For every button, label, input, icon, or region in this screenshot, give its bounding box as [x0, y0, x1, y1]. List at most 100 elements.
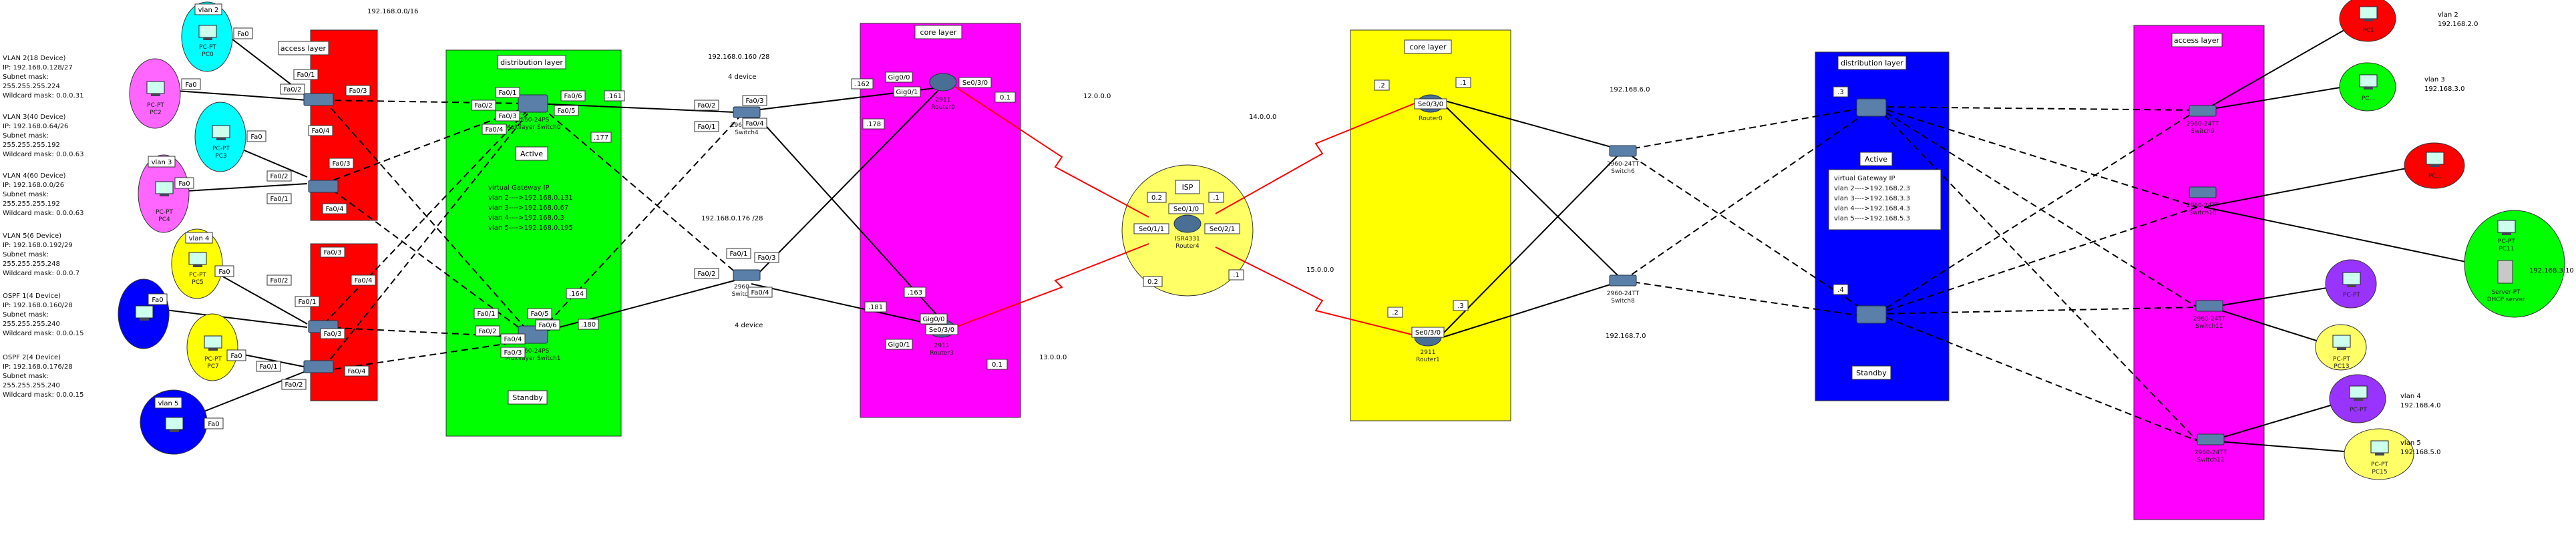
svg-text:PC...: PC...	[2428, 173, 2442, 180]
svg-text:vlan 5: vlan 5	[158, 400, 179, 407]
multilayer-switch-0[interactable]: 3560-24PS Multilayer Switch0 Fa0/1 Fa0/2…	[471, 87, 625, 143]
switch-12[interactable]: 2960-24TT Switch12	[2195, 433, 2227, 464]
svg-text:Fa0/4: Fa0/4	[745, 120, 763, 128]
svg-text:Fa0/3: Fa0/3	[504, 349, 522, 357]
access-switch-3[interactable]: Fa0/3 Fa0/1 Fa0/2 Fa0/4	[256, 328, 369, 390]
svg-text:0.1: 0.1	[992, 361, 1002, 369]
virtual-gateway-right: virtual Gateway IP vlan 2---->192.168.2.…	[1828, 169, 1942, 230]
pc-left-0[interactable]: PC-PT PC0 vlan 2 Fa0	[181, 1, 253, 72]
router-right-0[interactable]: Router0 Se0/3/0 .2 .1	[1374, 77, 1471, 122]
vlan-note-2: VLAN 4(60 Device) IP: 192.168.0.0/26 Sub…	[3, 172, 83, 217]
svg-text:14.0.0.0: 14.0.0.0	[1249, 114, 1276, 121]
svg-text:VLAN 2(18 Device): VLAN 2(18 Device)	[3, 55, 66, 62]
switch-11[interactable]: 2960-24TT Switch11	[2193, 300, 2226, 330]
svg-text:vlan 2: vlan 2	[198, 7, 219, 14]
pc-left-7[interactable]: vlan 5 Fa0	[140, 389, 224, 455]
svg-text:192.168.4.0: 192.168.4.0	[2400, 402, 2440, 409]
svg-text:2960-24TT: 2960-24TT	[1607, 291, 1640, 297]
svg-text:Switch4: Switch4	[735, 130, 759, 136]
svg-text:vlan 3---->192.168.3.3: vlan 3---->192.168.3.3	[1834, 195, 1910, 202]
pc-left-6[interactable]: PC-PT PC7 Fa0	[186, 313, 246, 381]
switch-6[interactable]: 2960-24TT Switch6	[1607, 145, 1640, 175]
svg-text:PC-PT: PC-PT	[212, 146, 230, 152]
pc-right-2[interactable]: PC...	[2404, 142, 2465, 189]
svg-text:vlan 5---->192.168.5.3: vlan 5---->192.168.5.3	[1834, 215, 1910, 222]
svg-text:vlan 2---->192.168.2.3: vlan 2---->192.168.2.3	[1834, 185, 1910, 192]
switch-4[interactable]: 2960-24TT Switch4 Fa0/2 Fa0/3 Fa0/4 Fa0/…	[694, 95, 767, 136]
svg-text:Fa0: Fa0	[152, 297, 163, 304]
links-solid	[143, 16, 2492, 455]
svg-text:core layer: core layer	[1410, 43, 1447, 51]
svg-text:3560-24PS: 3560-24PS	[517, 348, 550, 355]
svg-text:.178: .178	[866, 121, 881, 128]
svg-text:PC-PT: PC-PT	[2343, 292, 2360, 299]
pc-right-1[interactable]: PC... vlan 3 192.168.3.0	[2339, 62, 2464, 112]
svg-text:core layer: core layer	[920, 28, 957, 37]
svg-text:Router0: Router0	[931, 104, 955, 111]
isp-router[interactable]: ISR4331 Router4 Se0/1/0 Se0/1/1 Se0/2/1 …	[1133, 192, 1244, 287]
svg-text:Fa0/2: Fa0/2	[283, 86, 301, 94]
svg-text:255.255.255.192: 255.255.255.192	[3, 142, 60, 149]
svg-text:255.255.255.192: 255.255.255.192	[3, 200, 60, 208]
switch-10[interactable]: 2960-24TT Switch10	[2187, 186, 2219, 216]
svg-text:Wildcard mask: 0.0.0.31: Wildcard mask: 0.0.0.31	[3, 92, 83, 100]
svg-text:Fa0/4: Fa0/4	[347, 368, 365, 375]
svg-text:Fa0/6: Fa0/6	[538, 322, 556, 329]
multilayer-switch-right-0[interactable]: .3	[1833, 86, 1887, 117]
dhcp-server[interactable]: PC-PT PC11 Server-PT DHCP server 192.168…	[2464, 210, 2574, 318]
svg-text:PC-PT: PC-PT	[204, 356, 222, 363]
svg-text:Fa0: Fa0	[250, 134, 262, 141]
svg-text:Gig0/1: Gig0/1	[896, 89, 918, 96]
vlan-notes: VLAN 2(18 Device) IP: 192.168.0.128/27 S…	[3, 55, 83, 399]
switch-5[interactable]: 2960- Switc... Fa0/1 Fa0/2 Fa0/3 Fa0/4	[694, 248, 779, 298]
svg-text:vlan 5---->192.168.0.195: vlan 5---->192.168.0.195	[488, 224, 573, 232]
svg-text:vlan 3: vlan 3	[152, 159, 172, 166]
svg-text:Wildcard mask: 0.0.0.15: Wildcard mask: 0.0.0.15	[3, 391, 83, 399]
pc-left-2[interactable]: PC-PT PC3 Fa0	[194, 102, 266, 172]
vlan-note-3: VLAN 5(6 Device) IP: 192.168.0.192/29 Su…	[3, 232, 79, 277]
access-switch-1[interactable]: Fa0/3 Fa0/2 Fa0/1 Fa0/4	[266, 158, 354, 214]
vlan-note-4: OSPF 1(4 Device) IP: 192.168.0.160/28 Su…	[3, 293, 83, 337]
svg-text:Fa0/1: Fa0/1	[498, 89, 516, 97]
pc-left-1[interactable]: PC-PT PC2 Fa0	[129, 58, 201, 129]
svg-text:vlan 3: vlan 3	[2424, 76, 2445, 83]
pc-right-4[interactable]: PC-PT	[2325, 259, 2377, 309]
svg-text:IP: 192.168.0.128/27: IP: 192.168.0.128/27	[3, 64, 73, 71]
area-title-core-left: core layer	[914, 25, 962, 39]
pc-right-0[interactable]: PC1 vlan 2 192.168.2.0	[2339, 0, 2478, 42]
multilayer-switch-right-1[interactable]: .4	[1833, 284, 1887, 324]
active-label-right: Active	[1859, 152, 1893, 166]
svg-text:PC4: PC4	[158, 216, 170, 223]
svg-text:Fa0/1: Fa0/1	[697, 124, 715, 131]
svg-text:Se0/2/1: Se0/2/1	[1210, 226, 1235, 233]
svg-text:Gig0/0: Gig0/0	[923, 316, 945, 323]
switch-8[interactable]: 2960-24TT Switch8	[1607, 275, 1640, 305]
router-3[interactable]: 2911 Router3 Gig0/0 Gig0/1 Se0/3/0 .163 …	[864, 287, 1008, 370]
pc-left-4[interactable]: PC-PT PC5 vlan 4 Fa0	[171, 228, 234, 299]
svg-text:2911: 2911	[1421, 349, 1436, 356]
svg-text:255.255.255.248: 255.255.255.248	[3, 260, 60, 268]
svg-text:Fa0/3: Fa0/3	[323, 249, 341, 256]
svg-text:Fa0/1: Fa0/1	[270, 196, 288, 203]
svg-text:Switch9: Switch9	[2191, 128, 2215, 135]
router-0[interactable]: 2911 Router0 Gig0/0 Gig0/1 Se0/3/0 .162 …	[851, 71, 1016, 130]
switch-9[interactable]: 2960-24TT Switch9	[2187, 105, 2219, 135]
active-label-left: Active	[515, 146, 548, 161]
pc-right-6[interactable]: PC-PT vlan 4 192.168.4.0	[2329, 374, 2440, 423]
pc-left-3[interactable]: PC-PT PC4 vlan 3 Fa0	[138, 154, 194, 233]
svg-text:VLAN 3(40 Device): VLAN 3(40 Device)	[3, 114, 66, 121]
access-switch-0[interactable]: Fa0/1 Fa0/2 Fa0/3 Fa0/4	[280, 69, 371, 136]
svg-text:Fa0/2: Fa0/2	[285, 381, 303, 389]
svg-text:192.168.6.0: 192.168.6.0	[1610, 86, 1650, 94]
pc-right-5[interactable]: PC-PT PC13	[2315, 324, 2367, 371]
svg-text:PC-PT: PC-PT	[199, 44, 216, 51]
svg-text:Fa0/3: Fa0/3	[745, 98, 763, 105]
svg-text:Fa0/6: Fa0/6	[564, 93, 582, 100]
multilayer-switch-1[interactable]: 3560-24PS Multilayer Switch1 Fa0/5 Fa0/6…	[474, 288, 599, 362]
svg-text:192.168.0.160 /28: 192.168.0.160 /28	[708, 53, 769, 61]
pc-left-5[interactable]: Fa0	[118, 279, 170, 349]
svg-text:DHCP server: DHCP server	[2487, 297, 2525, 303]
svg-text:192.168.5.0: 192.168.5.0	[2400, 449, 2440, 456]
router-right-1[interactable]: 2911 Router1 Se0/3/0 .2 .3	[1387, 300, 1469, 363]
pc-right-7[interactable]: PC-PT PC15 vlan 5 192.168.5.0	[2344, 428, 2440, 480]
